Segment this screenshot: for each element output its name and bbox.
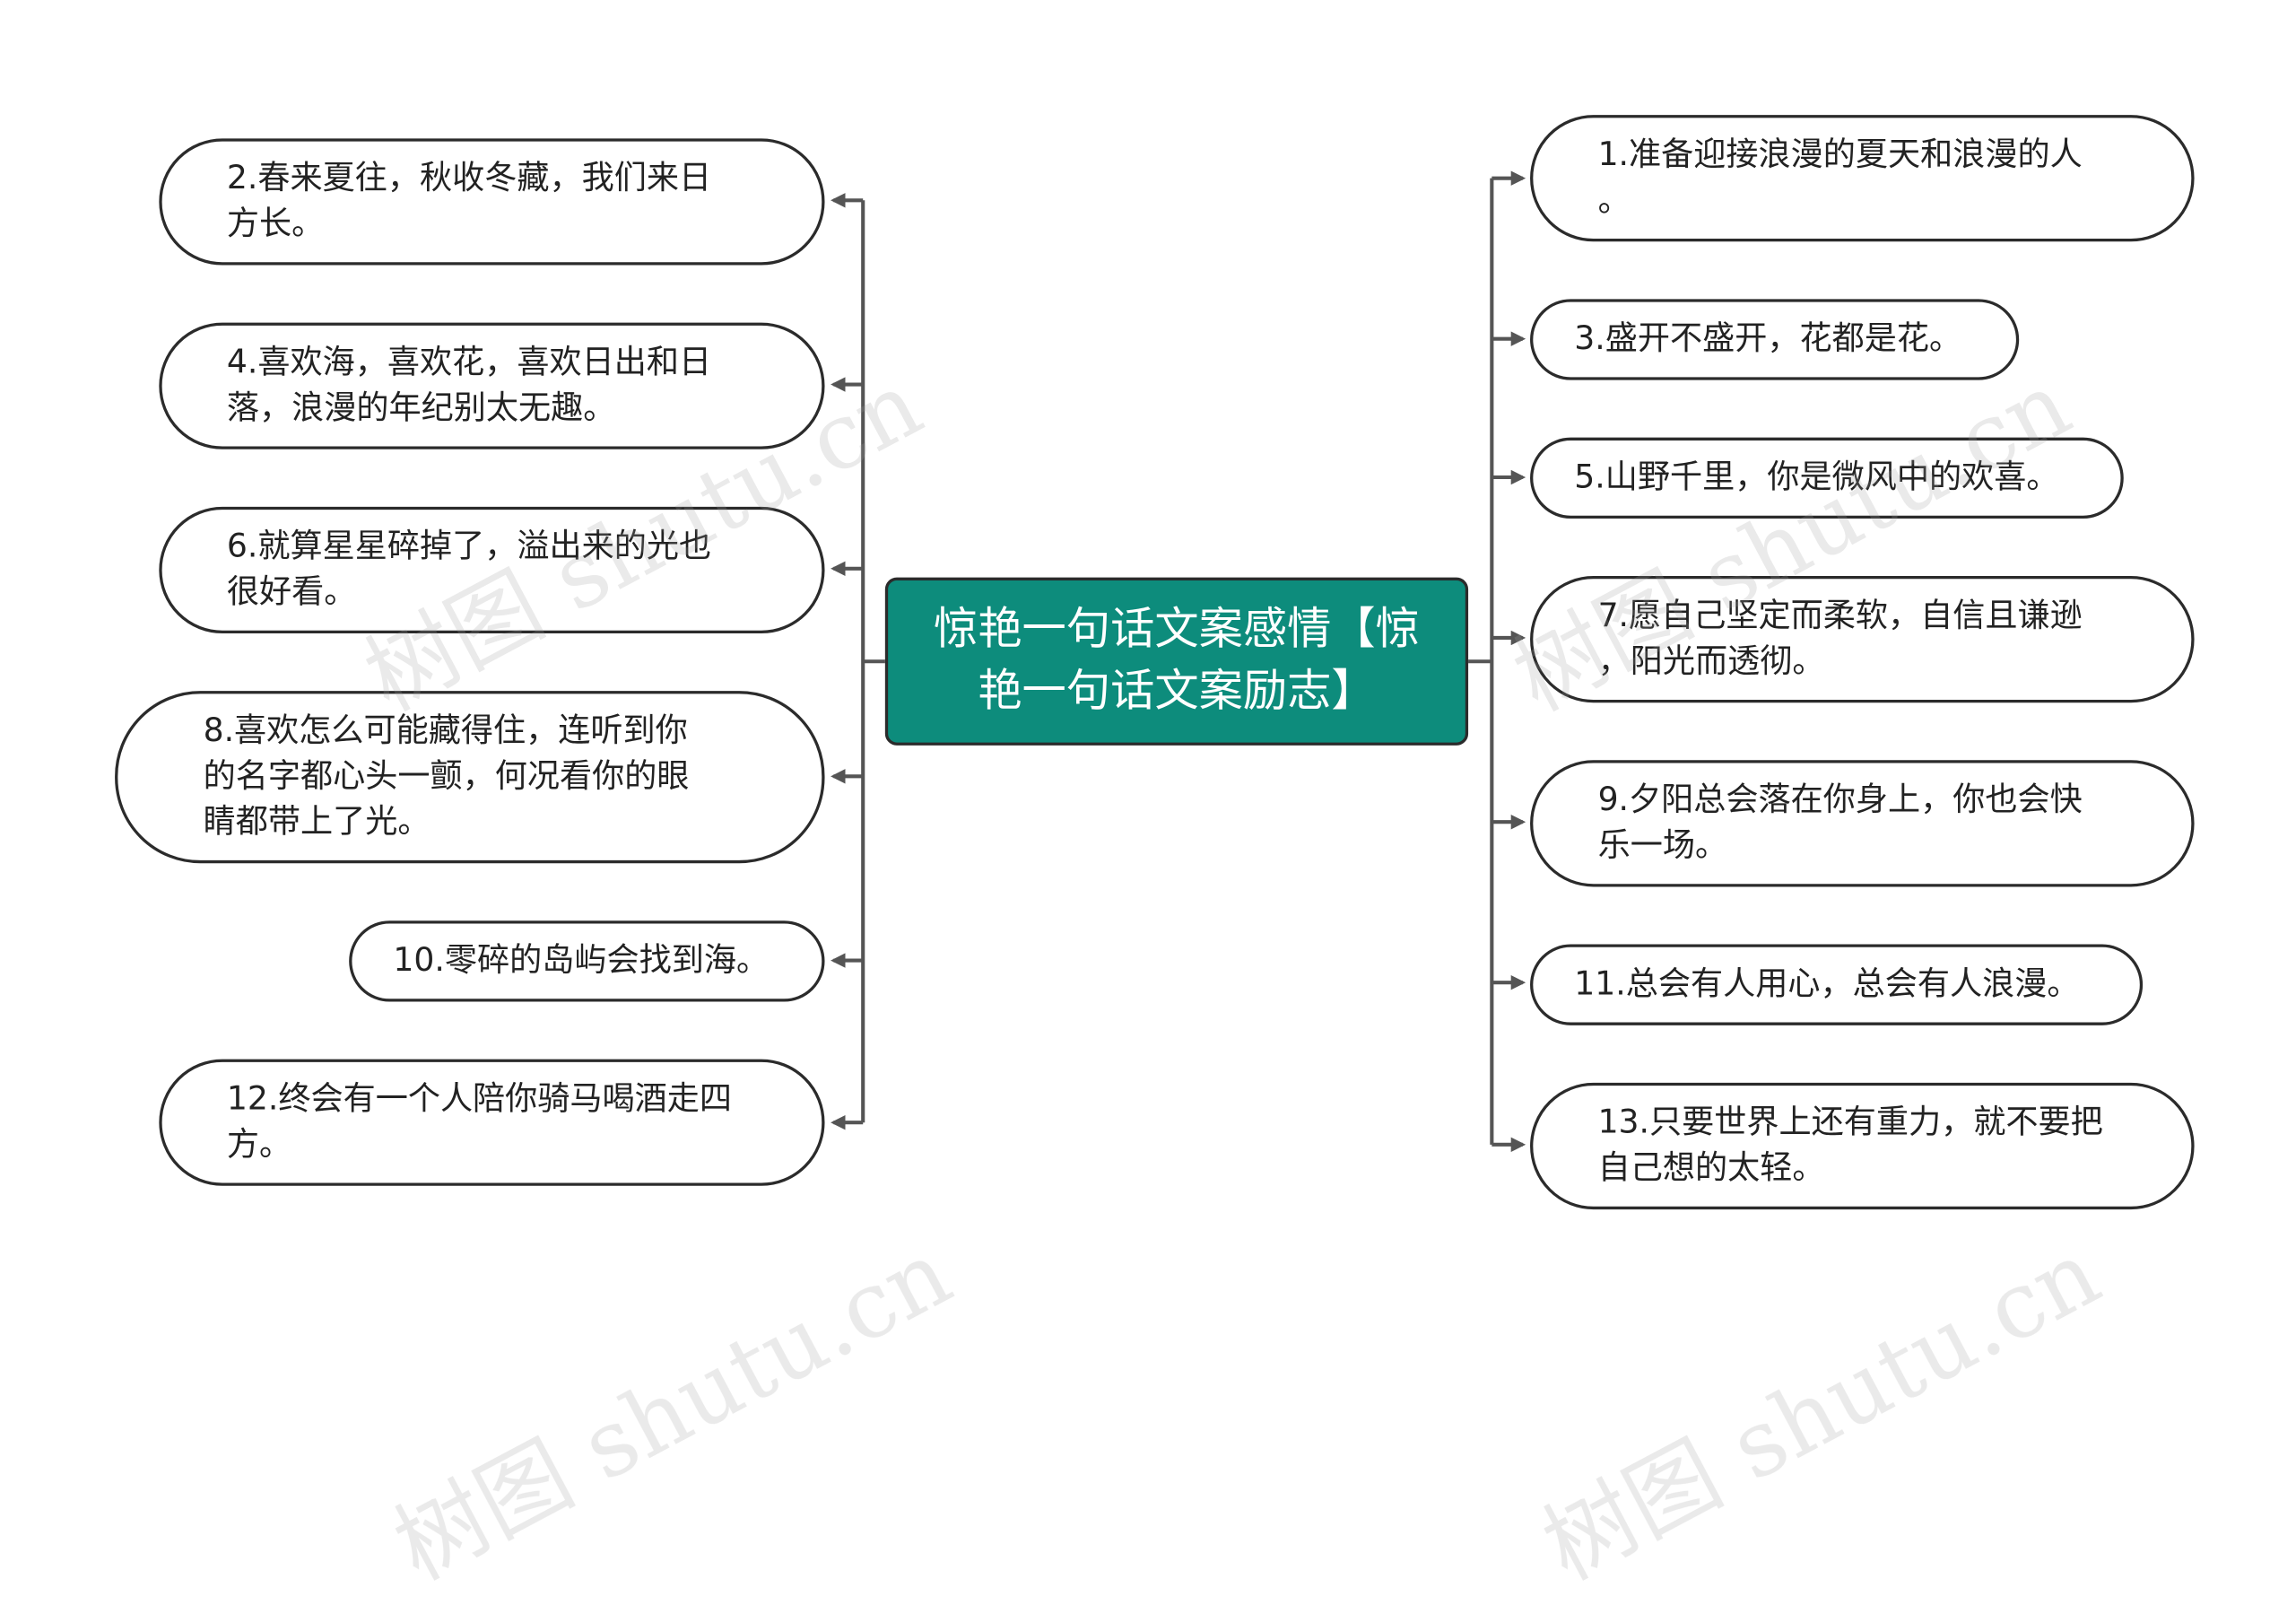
topic-text: 1.准备迎接浪漫的夏天和浪漫的人 。 xyxy=(1597,136,2083,220)
topic-node-left-2[interactable]: 4.喜欢海，喜欢花，喜欢日出和日 落，浪漫的年纪别太无趣。 xyxy=(159,322,825,449)
topic-node-right-7[interactable]: 13.只要世界上还有重力，就不要把 自己想的太轻。 xyxy=(1530,1082,2195,1210)
topic-text: 9.夕阳总会落在你身上，你也会快 乐一场。 xyxy=(1597,781,2083,865)
topic-text: 6.就算星星碎掉了，溢出来的光也 很好看。 xyxy=(226,528,712,612)
topic-text: 8.喜欢怎么可能藏得住，连听到你 的名字都心头一颤，何况看你的眼 睛都带上了光。 xyxy=(203,712,690,842)
root-topic-text: 惊艳一句话文案感情【惊艳一句话文案励志】 xyxy=(934,604,1420,718)
topic-text: 11.总会有人用心，总会有人浪漫。 xyxy=(1574,966,2080,1004)
topic-text: 7.愿自己坚定而柔软，自信且谦逊 ，阳光而透彻。 xyxy=(1597,598,2083,681)
connector-lines xyxy=(831,170,1526,1153)
topic-node-left-5[interactable]: 10.零碎的岛屿会找到海。 xyxy=(349,920,825,1002)
topic-text: 10.零碎的岛屿会找到海。 xyxy=(393,942,770,980)
root-topic[interactable]: 惊艳一句话文案感情【惊艳一句话文案励志】 xyxy=(884,577,1469,746)
topic-text: 12.终会有一个人陪你骑马喝酒走四 方。 xyxy=(226,1081,733,1164)
topic-node-right-5[interactable]: 9.夕阳总会落在你身上，你也会快 乐一场。 xyxy=(1530,760,2195,887)
topic-node-left-4[interactable]: 8.喜欢怎么可能藏得住，连听到你 的名字都心头一颤，何况看你的眼 睛都带上了光。 xyxy=(115,691,825,864)
topic-text: 13.只要世界上还有重力，就不要把 自己想的太轻。 xyxy=(1597,1104,2103,1188)
topic-text: 3.盛开不盛开，花都是花。 xyxy=(1574,320,1962,359)
topic-text: 4.喜欢海，喜欢花，喜欢日出和日 落，浪漫的年纪别太无趣。 xyxy=(226,345,712,428)
topic-node-left-3[interactable]: 6.就算星星碎掉了，溢出来的光也 很好看。 xyxy=(159,506,825,634)
topic-node-right-2[interactable]: 3.盛开不盛开，花都是花。 xyxy=(1530,299,2020,380)
mind-map-canvas: 惊艳一句话文案感情【惊艳一句话文案励志】 2.春来夏往，秋收冬藏，我们来日 方长… xyxy=(115,115,2195,1601)
topic-node-right-6[interactable]: 11.总会有人用心，总会有人浪漫。 xyxy=(1530,944,2144,1025)
topic-node-left-1[interactable]: 2.春来夏往，秋收冬藏，我们来日 方长。 xyxy=(159,138,825,266)
topic-node-right-1[interactable]: 1.准备迎接浪漫的夏天和浪漫的人 。 xyxy=(1530,115,2195,242)
topic-node-right-4[interactable]: 7.愿自己坚定而柔软，自信且谦逊 ，阳光而透彻。 xyxy=(1530,576,2195,703)
topic-text: 5.山野千里，你是微风中的欢喜。 xyxy=(1574,459,2059,497)
topic-text: 2.春来夏往，秋收冬藏，我们来日 方长。 xyxy=(226,160,712,243)
topic-node-left-6[interactable]: 12.终会有一个人陪你骑马喝酒走四 方。 xyxy=(159,1059,825,1186)
topic-node-right-3[interactable]: 5.山野千里，你是微风中的欢喜。 xyxy=(1530,437,2124,519)
